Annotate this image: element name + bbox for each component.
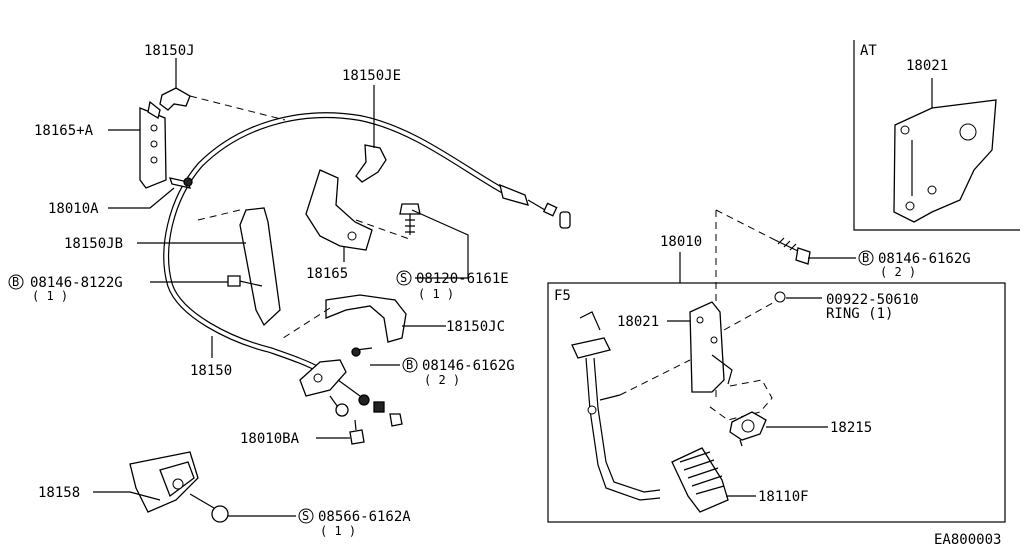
bolt-symbol-1 (8, 274, 24, 290)
bracket-18150jc (279, 294, 407, 343)
label-08146-6162g-right: 08146-6162G (878, 251, 971, 267)
label-18215: 18215 (830, 420, 872, 436)
bracket-18165 (305, 169, 413, 251)
bracket-18150je (355, 85, 387, 183)
leader-lines (93, 58, 933, 517)
screw-symbol-2 (298, 508, 314, 524)
label-18150: 18150 (190, 363, 232, 379)
bolt-symbol-3 (858, 250, 874, 266)
label-08566-6162a: 08566-6162A (318, 509, 411, 525)
stopper-18158 (129, 451, 229, 523)
label-18021-f5: 18021 (617, 314, 659, 330)
label-08120-6161e: 08120-6161E (416, 271, 509, 287)
label-08146-8122g: 08146-8122G (30, 275, 123, 291)
label-18010a: 18010A (48, 201, 99, 217)
label-ring: RING (1) (826, 306, 893, 322)
screw-08120 (399, 203, 421, 235)
bolt-symbol-2-letter: B (406, 358, 413, 372)
bolt-symbol-1-letter: B (12, 275, 19, 289)
label-18165a: 18165+A (34, 123, 94, 139)
at-bracket-18021 (893, 99, 997, 223)
label-00922-50610: 00922-50610 (826, 292, 919, 308)
diagram-reference-code: EA800003 (934, 532, 1001, 548)
at-frame (853, 40, 1020, 231)
f5-pedal-assembly (571, 291, 786, 513)
qty-08120-6161e: ( 1 ) (418, 287, 454, 301)
label-18150j: 18150J (144, 43, 195, 59)
label-18010ba: 18010BA (240, 431, 300, 447)
label-18010: 18010 (660, 234, 702, 250)
qty-08566-6162a: ( 1 ) (320, 524, 356, 538)
bolt-symbol-3-letter: B (862, 251, 869, 265)
label-08146-6162g-left: 08146-6162G (422, 358, 515, 374)
screw-symbol-1 (396, 270, 412, 286)
label-18150jc: 18150JC (446, 319, 505, 335)
bracket-18165a (139, 100, 193, 189)
f5-frame (547, 282, 1006, 523)
label-18158: 18158 (38, 485, 80, 501)
label-18165: 18165 (306, 266, 348, 282)
screw-symbol-2-letter: S (302, 509, 309, 523)
label-18150jb: 18150JB (64, 236, 123, 252)
label-18150je: 18150JE (342, 68, 401, 84)
label-18110f: 18110F (758, 489, 809, 505)
at-box-label: AT (860, 43, 877, 59)
clip-18150j (159, 87, 286, 121)
label-18021-at: 18021 (906, 58, 948, 74)
cable-end-fittings (299, 347, 403, 445)
screw-symbol-1-letter: S (400, 271, 407, 285)
bracket-18150jb (197, 207, 281, 327)
qty-08146-6162g-right: ( 2 ) (880, 265, 916, 279)
qty-08146-6162g-left: ( 2 ) (424, 373, 460, 387)
qty-08146-8122g: ( 1 ) (32, 289, 68, 303)
f5-box-label: F5 (554, 288, 571, 304)
bolt-symbol-2 (402, 357, 418, 373)
bolt-08146-right (715, 209, 811, 400)
